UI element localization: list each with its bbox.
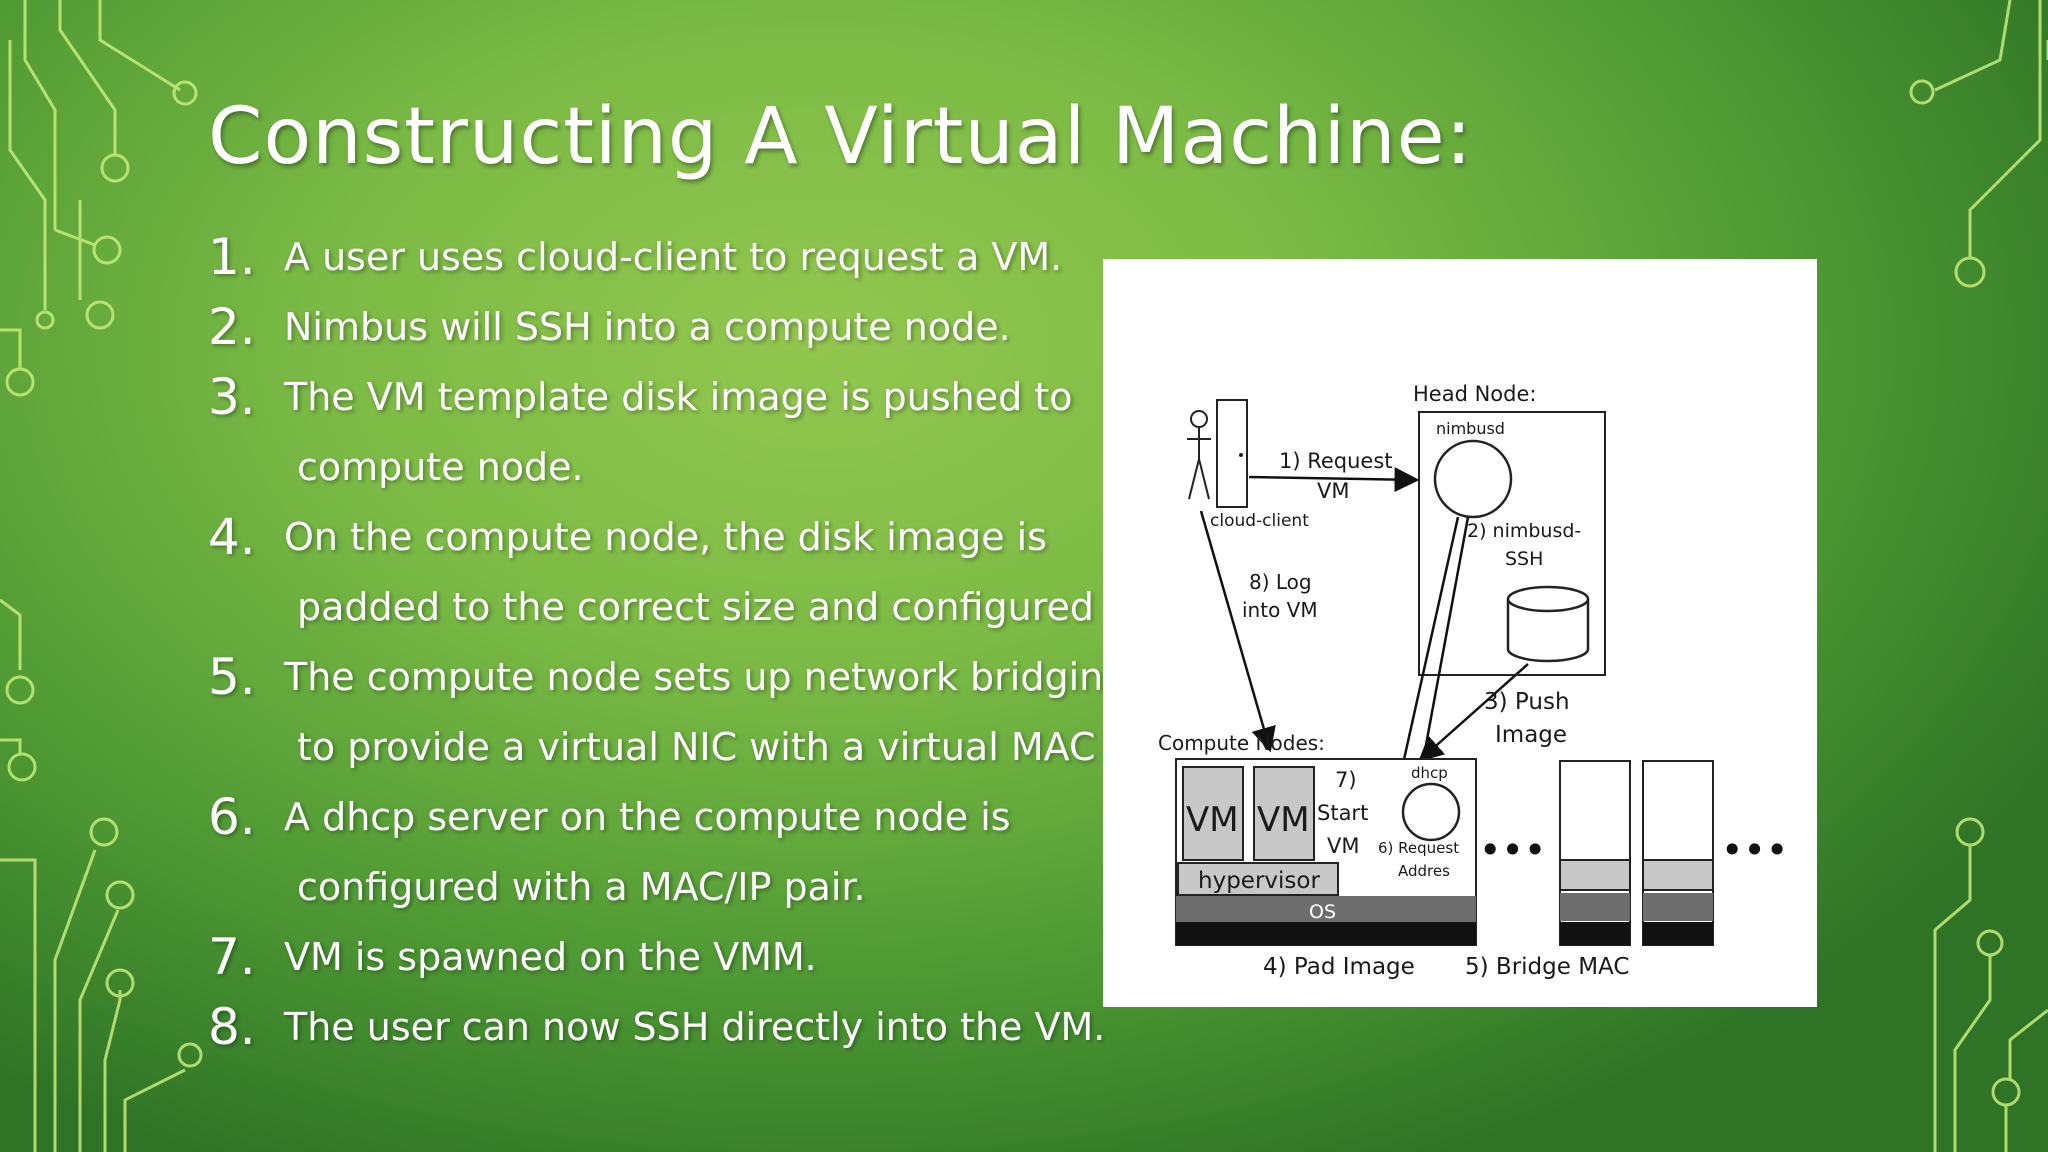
compute-node-3 <box>1642 760 1714 946</box>
log-into-vm-label-2: into VM <box>1242 598 1318 622</box>
user-icon <box>1187 410 1211 500</box>
step-number: 3. <box>208 368 256 426</box>
diagram-canvas: cloud-client Head Node: nimbusd 2) nimbu… <box>1158 382 1788 980</box>
step-number: 8. <box>208 998 256 1056</box>
push-image-label-1: 3) Push <box>1484 689 1570 715</box>
log-into-vm-label-1: 8) Log <box>1249 570 1312 594</box>
vm-box-1 <box>1182 766 1244 861</box>
nimbusd-ssh-label-2: SSH <box>1505 548 1543 570</box>
log-into-vm-arrow <box>1199 510 1276 753</box>
push-image-arrow <box>1418 663 1529 762</box>
step-number: 6. <box>208 788 256 846</box>
start-vm-label-2: Start <box>1317 801 1368 825</box>
step-text: On the compute node, the disk image is <box>284 515 1048 559</box>
request-vm-label-1: 1) Request <box>1279 449 1393 473</box>
nimbusd-ssh-label-1: 2) nimbusd- <box>1467 520 1581 542</box>
image-storage-icon <box>1506 585 1590 663</box>
hypervisor-box <box>1177 862 1339 896</box>
request-address-label-1: 6) Request <box>1378 839 1459 857</box>
step-text: A user uses cloud-client to request a VM… <box>284 235 1063 279</box>
ellipsis-2: ••• <box>1721 828 1788 872</box>
step-number: 2. <box>208 298 256 356</box>
vm-box-2 <box>1253 766 1315 861</box>
slide-title: Constructing A Virtual Machine: <box>208 92 1473 182</box>
step-text: VM is spawned on the VMM. <box>284 935 817 979</box>
step-text-continued: padded to the correct size and configure… <box>297 585 1095 629</box>
dhcp-label: dhcp <box>1411 764 1448 782</box>
step-item: 8. The user can now SSH directly into th… <box>208 992 1408 1062</box>
steps-list: 1. A user uses cloud-client to request a… <box>208 222 1408 1062</box>
os-label: OS <box>1309 901 1336 923</box>
architecture-diagram: cloud-client Head Node: nimbusd 2) nimbu… <box>1103 259 1817 1007</box>
step-item: 3. The VM template disk image is pushed … <box>208 362 1408 502</box>
request-address-label-2: Addres <box>1398 862 1450 880</box>
step-item: 1. A user uses cloud-client to request a… <box>208 222 1408 292</box>
hardware-layer <box>1176 922 1476 945</box>
cloud-client-box <box>1216 399 1248 508</box>
step-text: A dhcp server on the compute node is <box>284 795 1011 839</box>
step-item: 2. Nimbus will SSH into a compute node. <box>208 292 1408 362</box>
bridge-mac-label: 5) Bridge MAC <box>1465 954 1629 980</box>
step-item: 6. A dhcp server on the compute node is … <box>208 782 1408 922</box>
compute-nodes-label: Compute Nodes: <box>1158 731 1325 755</box>
step-text-continued: to provide a virtual NIC with a virtual … <box>297 725 1096 769</box>
step-number: 4. <box>208 508 256 566</box>
step-text-continued: configured with a MAC/IP pair. <box>297 865 866 909</box>
request-vm-label-2: VM <box>1317 479 1349 503</box>
step-text: The compute node sets up network bridgin… <box>284 655 1128 699</box>
nimbusd-label: nimbusd <box>1436 419 1505 438</box>
compute-node-2 <box>1559 760 1631 946</box>
step-text: Nimbus will SSH into a compute node. <box>284 305 1011 349</box>
step-number: 5. <box>208 648 256 706</box>
dhcp-circle <box>1401 782 1461 842</box>
step-item: 4. On the compute node, the disk image i… <box>208 502 1408 642</box>
nimbusd-circle <box>1433 439 1513 519</box>
step-number: 1. <box>208 228 256 286</box>
push-image-label-2: Image <box>1495 722 1567 748</box>
request-vm-arrow <box>1248 467 1420 493</box>
step-item: 5. The compute node sets up network brid… <box>208 642 1408 782</box>
ellipsis-1: ••• <box>1479 828 1546 872</box>
vm-label-1: VM <box>1186 800 1239 840</box>
step-item: 7. VM is spawned on the VMM. <box>208 922 1408 992</box>
cloud-client-label: cloud-client <box>1210 511 1309 531</box>
cloud-client-dot <box>1239 453 1243 457</box>
step-number: 7. <box>208 928 256 986</box>
vm-label-2: VM <box>1257 800 1310 840</box>
pad-image-label: 4) Pad Image <box>1263 954 1415 980</box>
start-vm-label-1: 7) <box>1335 768 1357 792</box>
os-layer <box>1176 896 1476 922</box>
step-text: The VM template disk image is pushed to <box>284 375 1073 419</box>
step-text-continued: compute node. <box>297 445 584 489</box>
hypervisor-label: hypervisor <box>1198 868 1320 894</box>
step-text: The user can now SSH directly into the V… <box>284 1005 1106 1049</box>
start-vm-label-3: VM <box>1327 834 1359 858</box>
head-node-label: Head Node: <box>1413 382 1536 406</box>
